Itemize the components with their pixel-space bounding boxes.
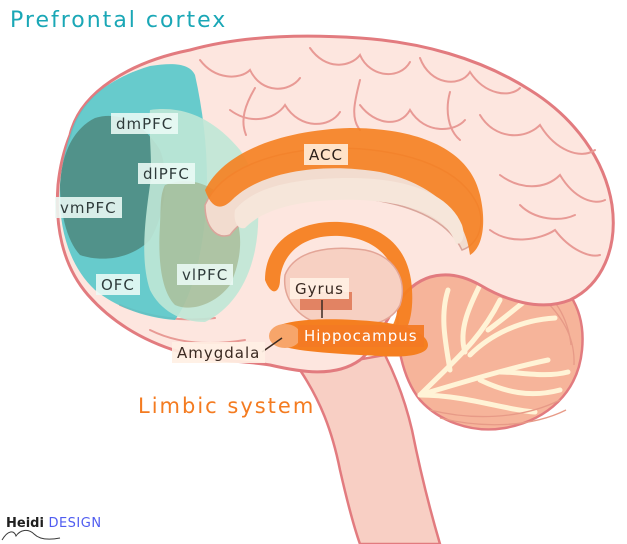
signature-first: Heidi xyxy=(6,516,44,531)
label-dmpfc: dmPFC xyxy=(111,113,178,134)
label-hippocampus: Hippocampus xyxy=(298,325,424,347)
label-vmpfc: vmPFC xyxy=(55,197,122,218)
label-ofc: OFC xyxy=(96,274,140,295)
prefrontal-cortex-title: Prefrontal cortex xyxy=(10,8,227,33)
signature-second: DESIGN xyxy=(48,516,101,531)
signature-credit: Heidi DESIGN xyxy=(6,516,102,531)
signature-scribble xyxy=(2,530,60,540)
limbic-system-title: Limbic system xyxy=(138,394,315,418)
label-amygdala: Amygdala xyxy=(172,342,265,363)
label-acc: ACC xyxy=(304,144,348,165)
label-vlpfc: vlPFC xyxy=(177,264,233,285)
label-dlpfc: dlPFC xyxy=(138,163,195,184)
label-gyrus: Gyrus xyxy=(290,278,349,299)
